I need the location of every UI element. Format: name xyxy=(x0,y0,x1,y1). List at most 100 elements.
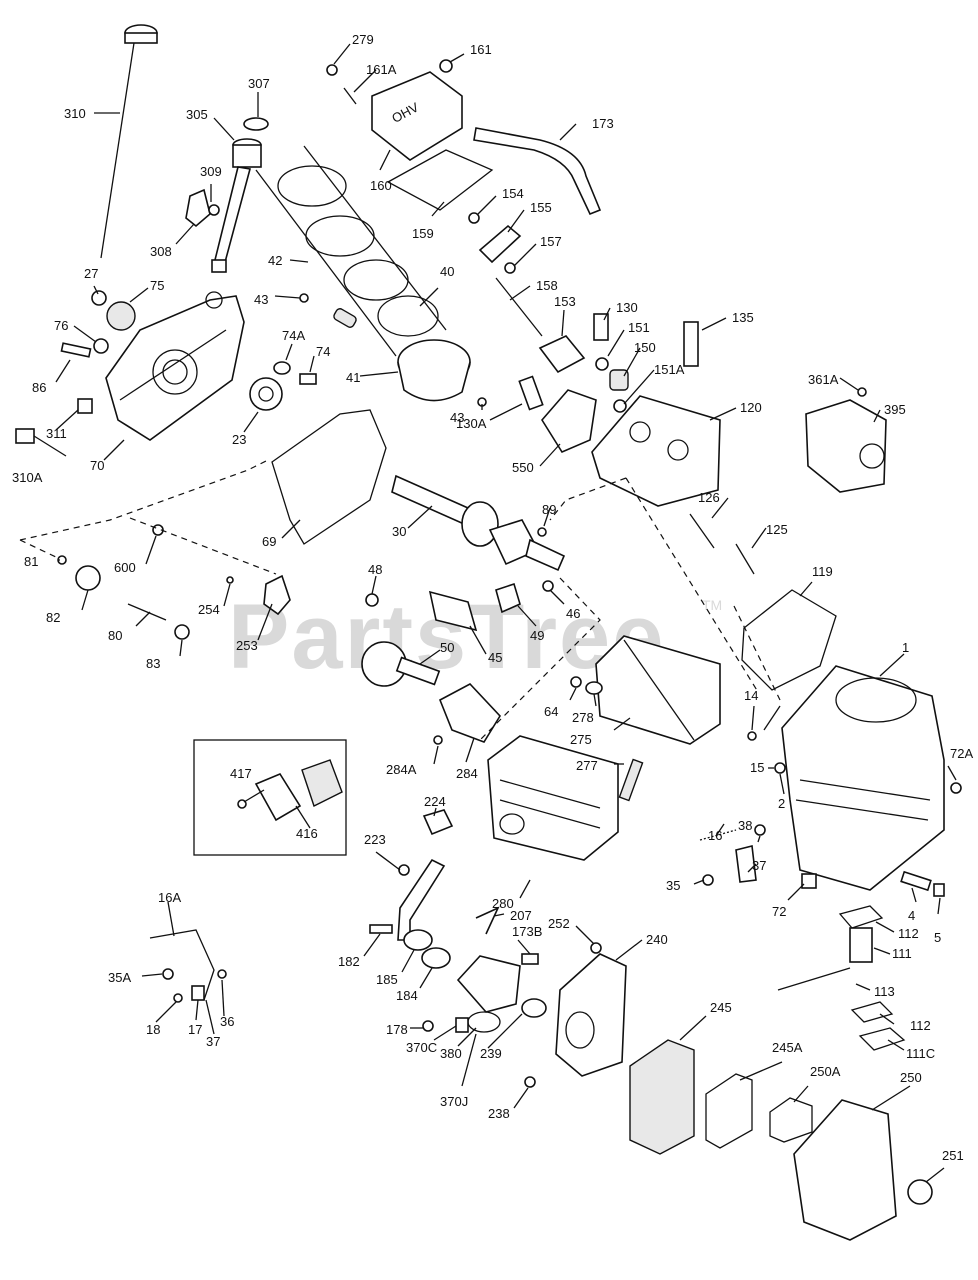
shaft-80 xyxy=(127,603,167,621)
nut-17 xyxy=(191,985,205,1001)
label-80: 80 xyxy=(108,628,122,643)
label-178: 178 xyxy=(386,1022,408,1037)
label-49: 49 xyxy=(530,628,544,643)
pin-15 xyxy=(763,705,781,731)
label-16: 16 xyxy=(708,828,722,843)
piston-pin-43 xyxy=(333,308,357,328)
label-125: 125 xyxy=(766,522,788,537)
label-69: 69 xyxy=(262,534,276,549)
label-37-b: 37 xyxy=(206,1034,220,1049)
label-70: 70 xyxy=(90,458,104,473)
screw-48 xyxy=(365,593,379,607)
screw-161 xyxy=(439,59,453,73)
seal-76 xyxy=(93,338,109,354)
stud-72A xyxy=(950,782,962,794)
label-224: 224 xyxy=(424,794,446,809)
label-417: 417 xyxy=(230,766,252,781)
bolt-277 xyxy=(618,758,644,802)
gasket-184 xyxy=(421,947,451,969)
label-309: 309 xyxy=(200,164,222,179)
ignition-module-395 xyxy=(805,399,887,493)
label-2: 2 xyxy=(778,796,785,811)
muffler-275 xyxy=(595,635,721,745)
label-308: 308 xyxy=(150,244,172,259)
screw-238 xyxy=(524,1076,536,1088)
label-280: 280 xyxy=(492,896,514,911)
pump-111 xyxy=(849,927,873,963)
gasket-250A xyxy=(769,1097,813,1143)
label-82: 82 xyxy=(46,610,60,625)
screw-154 xyxy=(468,212,480,224)
label-112-b: 112 xyxy=(910,1018,931,1033)
label-361A: 361A xyxy=(808,372,839,387)
label-111C: 111C xyxy=(906,1046,935,1061)
label-42: 42 xyxy=(268,253,282,268)
head-gasket-119 xyxy=(741,589,837,691)
fitting-173B xyxy=(521,953,539,965)
lever-37a xyxy=(735,845,757,883)
shroud-280 xyxy=(487,735,619,861)
seal-74A xyxy=(273,361,291,375)
valve-cover-160: OHV xyxy=(371,71,463,161)
air-cleaner-base-240 xyxy=(555,953,627,1077)
cam-284 xyxy=(438,683,502,743)
label-310: 310 xyxy=(64,106,86,121)
label-135: 135 xyxy=(732,310,754,325)
label-30: 30 xyxy=(392,524,406,539)
screw-223 xyxy=(398,864,410,876)
keeper-151 xyxy=(595,357,609,371)
guide-plate-153 xyxy=(538,335,586,374)
label-155: 155 xyxy=(530,200,552,215)
label-72A: 72A xyxy=(950,746,973,761)
nut-5 xyxy=(933,883,945,897)
label-112-a: 112 xyxy=(898,926,919,941)
nut-157 xyxy=(504,262,516,274)
label-130A: 130A xyxy=(456,416,487,431)
label-74: 74 xyxy=(316,344,330,359)
watermark-tm: TM xyxy=(702,597,722,613)
label-41: 41 xyxy=(346,370,360,385)
screen-416-b xyxy=(301,759,343,807)
label-75: 75 xyxy=(150,278,164,293)
label-173: 173 xyxy=(592,116,614,131)
knob-251 xyxy=(907,1179,933,1205)
oil-seal-75 xyxy=(106,301,136,331)
crankcase-cover-70 xyxy=(105,291,245,441)
label-38: 38 xyxy=(738,818,752,833)
label-18: 18 xyxy=(146,1022,160,1037)
label-35: 35 xyxy=(666,878,680,893)
bolt-74 xyxy=(299,373,317,385)
label-64: 64 xyxy=(544,704,558,719)
gear-82 xyxy=(75,565,101,591)
label-37-a: 37 xyxy=(752,858,766,873)
label-284A: 284A xyxy=(386,762,417,777)
washer-27 xyxy=(91,290,107,306)
deflector-550 xyxy=(541,389,597,454)
gasket-111C xyxy=(858,1027,906,1051)
plug-311 xyxy=(77,398,93,414)
label-158: 158 xyxy=(536,278,558,293)
nut-279 xyxy=(326,64,338,76)
rod-45 xyxy=(428,590,478,632)
label-370C: 370C xyxy=(406,1040,437,1055)
label-150: 150 xyxy=(634,340,656,355)
plug-72 xyxy=(801,873,817,889)
valve-125 xyxy=(735,543,755,575)
gasket-185 xyxy=(403,929,433,951)
label-4: 4 xyxy=(908,908,915,923)
label-245A: 245A xyxy=(772,1040,803,1055)
label-157: 157 xyxy=(540,234,562,249)
label-184: 184 xyxy=(396,988,418,1003)
rocker-arm-155 xyxy=(478,224,522,264)
label-160: 160 xyxy=(370,178,392,193)
label-36: 36 xyxy=(220,1014,234,1029)
label-72: 72 xyxy=(772,904,786,919)
assembly-line-4 xyxy=(549,477,627,521)
gasket-239 xyxy=(521,998,547,1018)
label-223: 223 xyxy=(364,832,386,847)
label-238: 238 xyxy=(488,1106,510,1121)
label-245: 245 xyxy=(710,1000,732,1015)
insert-370C xyxy=(455,1017,469,1033)
retainer-43a xyxy=(299,293,309,303)
